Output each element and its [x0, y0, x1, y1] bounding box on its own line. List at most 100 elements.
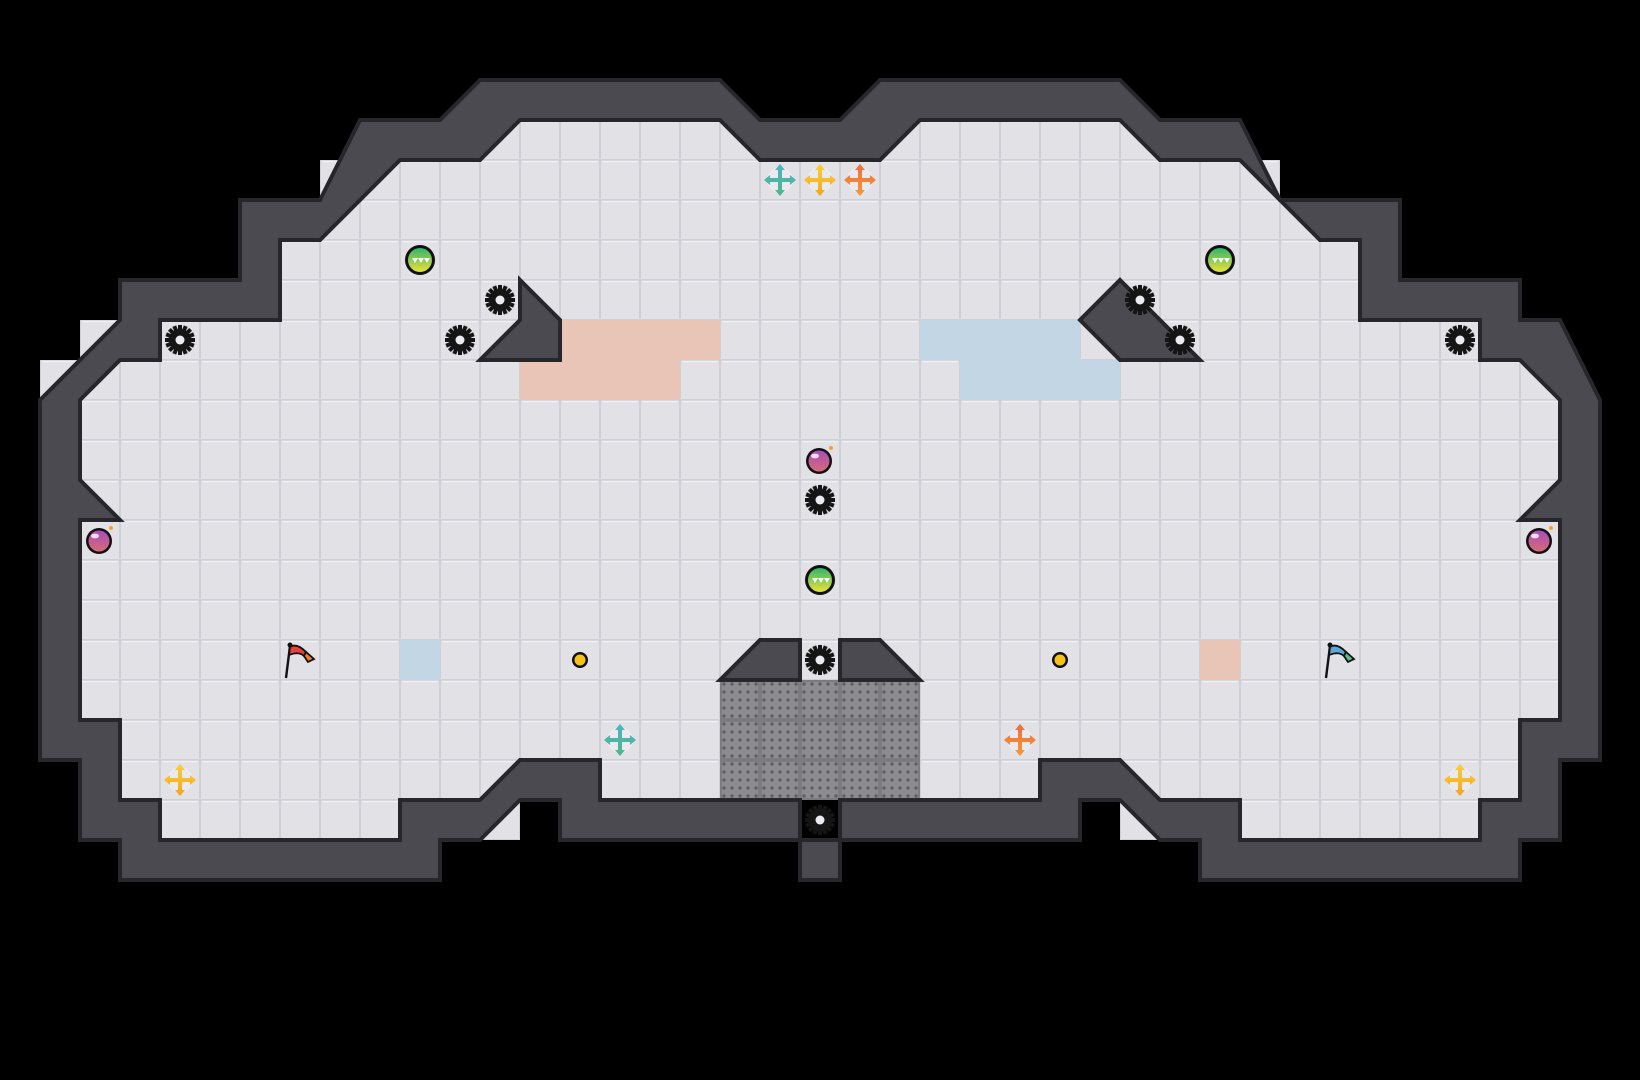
floor-tile: [720, 280, 760, 320]
floor-tile: [480, 600, 520, 640]
floor-tile: [320, 600, 360, 640]
floor-tile: [120, 760, 160, 800]
floor-tile: [400, 160, 440, 200]
floor-tile: [640, 720, 680, 760]
floor-tile: [1000, 280, 1040, 320]
floor-tile: [1280, 800, 1320, 840]
floor-tile: [880, 520, 920, 560]
red-team-zone-tile: [520, 360, 560, 400]
floor-tile: [1160, 480, 1200, 520]
floor-tile: [1320, 560, 1360, 600]
floor-tile: [1440, 640, 1480, 680]
floor-tile: [400, 360, 440, 400]
floor-tile: [1280, 600, 1320, 640]
floor-tile: [1080, 240, 1120, 280]
yellow-move-arrows-icon: [800, 160, 840, 200]
floor-tile: [1440, 800, 1480, 840]
floor-tile: [920, 240, 960, 280]
floor-tile: [680, 200, 720, 240]
floor-tile: [640, 600, 680, 640]
floor-tile: [1200, 480, 1240, 520]
floor-tile: [1000, 520, 1040, 560]
floor-tile: [360, 200, 400, 240]
floor-tile: [1000, 640, 1040, 680]
floor-tile: [560, 160, 600, 200]
speed-orb-icon: [1200, 240, 1240, 280]
floor-tile: [120, 560, 160, 600]
floor-tile: [1080, 600, 1120, 640]
floor-tile: [960, 560, 1000, 600]
floor-tile: [1160, 200, 1200, 240]
floor-tile: [960, 200, 1000, 240]
floor-tile: [680, 160, 720, 200]
floor-tile: [1320, 240, 1360, 280]
floor-tile: [1480, 360, 1520, 400]
floor-tile: [960, 760, 1000, 800]
floor-tile: [1000, 560, 1040, 600]
floor-tile: [520, 640, 560, 680]
floor-tile: [360, 560, 400, 600]
floor-tile: [720, 600, 760, 640]
floor-tile: [760, 600, 800, 640]
grating-tile: [760, 760, 800, 800]
floor-tile: [1320, 360, 1360, 400]
floor-tile: [200, 480, 240, 520]
floor-tile: [920, 600, 960, 640]
floor-tile: [1400, 800, 1440, 840]
floor-tile: [960, 520, 1000, 560]
floor-tile: [920, 640, 960, 680]
floor-tile: [1120, 200, 1160, 240]
floor-tile: [680, 280, 720, 320]
floor-tile: [960, 440, 1000, 480]
floor-tile: [1080, 200, 1120, 240]
floor-tile: [1120, 680, 1160, 720]
floor-tile: [440, 560, 480, 600]
floor-tile: [1240, 640, 1280, 680]
floor-tile: [880, 200, 920, 240]
floor-tile: [600, 640, 640, 680]
floor-tile: [160, 360, 200, 400]
floor-tile: [520, 440, 560, 480]
floor-tile: [1240, 200, 1280, 240]
spike-gear-icon: [1120, 280, 1160, 320]
floor-tile: [1360, 320, 1400, 360]
floor-tile: [1280, 640, 1320, 680]
floor-tile: [1520, 640, 1560, 680]
floor-tile: [280, 680, 320, 720]
floor-tile: [360, 400, 400, 440]
floor-tile: [1320, 800, 1360, 840]
floor-tile: [1040, 200, 1080, 240]
floor-tile: [480, 480, 520, 520]
floor-tile: [280, 240, 320, 280]
floor-tile: [1160, 280, 1200, 320]
floor-tile: [920, 280, 960, 320]
floor-tile: [600, 240, 640, 280]
floor-tile: [520, 240, 560, 280]
floor-tile: [360, 360, 400, 400]
floor-tile: [1360, 600, 1400, 640]
floor-tile: [600, 120, 640, 160]
floor-tile: [240, 400, 280, 440]
floor-tile: [400, 520, 440, 560]
floor-tile: [880, 360, 920, 400]
floor-tile: [600, 560, 640, 600]
floor-tile: [440, 200, 480, 240]
floor-tile: [840, 600, 880, 640]
floor-tile: [720, 320, 760, 360]
blue-team-zone-tile: [400, 640, 440, 680]
floor-tile: [1520, 600, 1560, 640]
floor-tile: [1120, 360, 1160, 400]
floor-tile: [480, 200, 520, 240]
floor-tile: [1520, 400, 1560, 440]
floor-tile: [1280, 360, 1320, 400]
floor-tile: [1080, 560, 1120, 600]
floor-tile: [480, 160, 520, 200]
floor-tile: [1240, 720, 1280, 760]
floor-tile: [960, 480, 1000, 520]
floor-tile: [680, 480, 720, 520]
floor-tile: [1360, 400, 1400, 440]
floor-tile: [1200, 760, 1240, 800]
floor-tile: [680, 400, 720, 440]
blue-team-zone-tile: [960, 360, 1000, 400]
floor-tile: [400, 760, 440, 800]
